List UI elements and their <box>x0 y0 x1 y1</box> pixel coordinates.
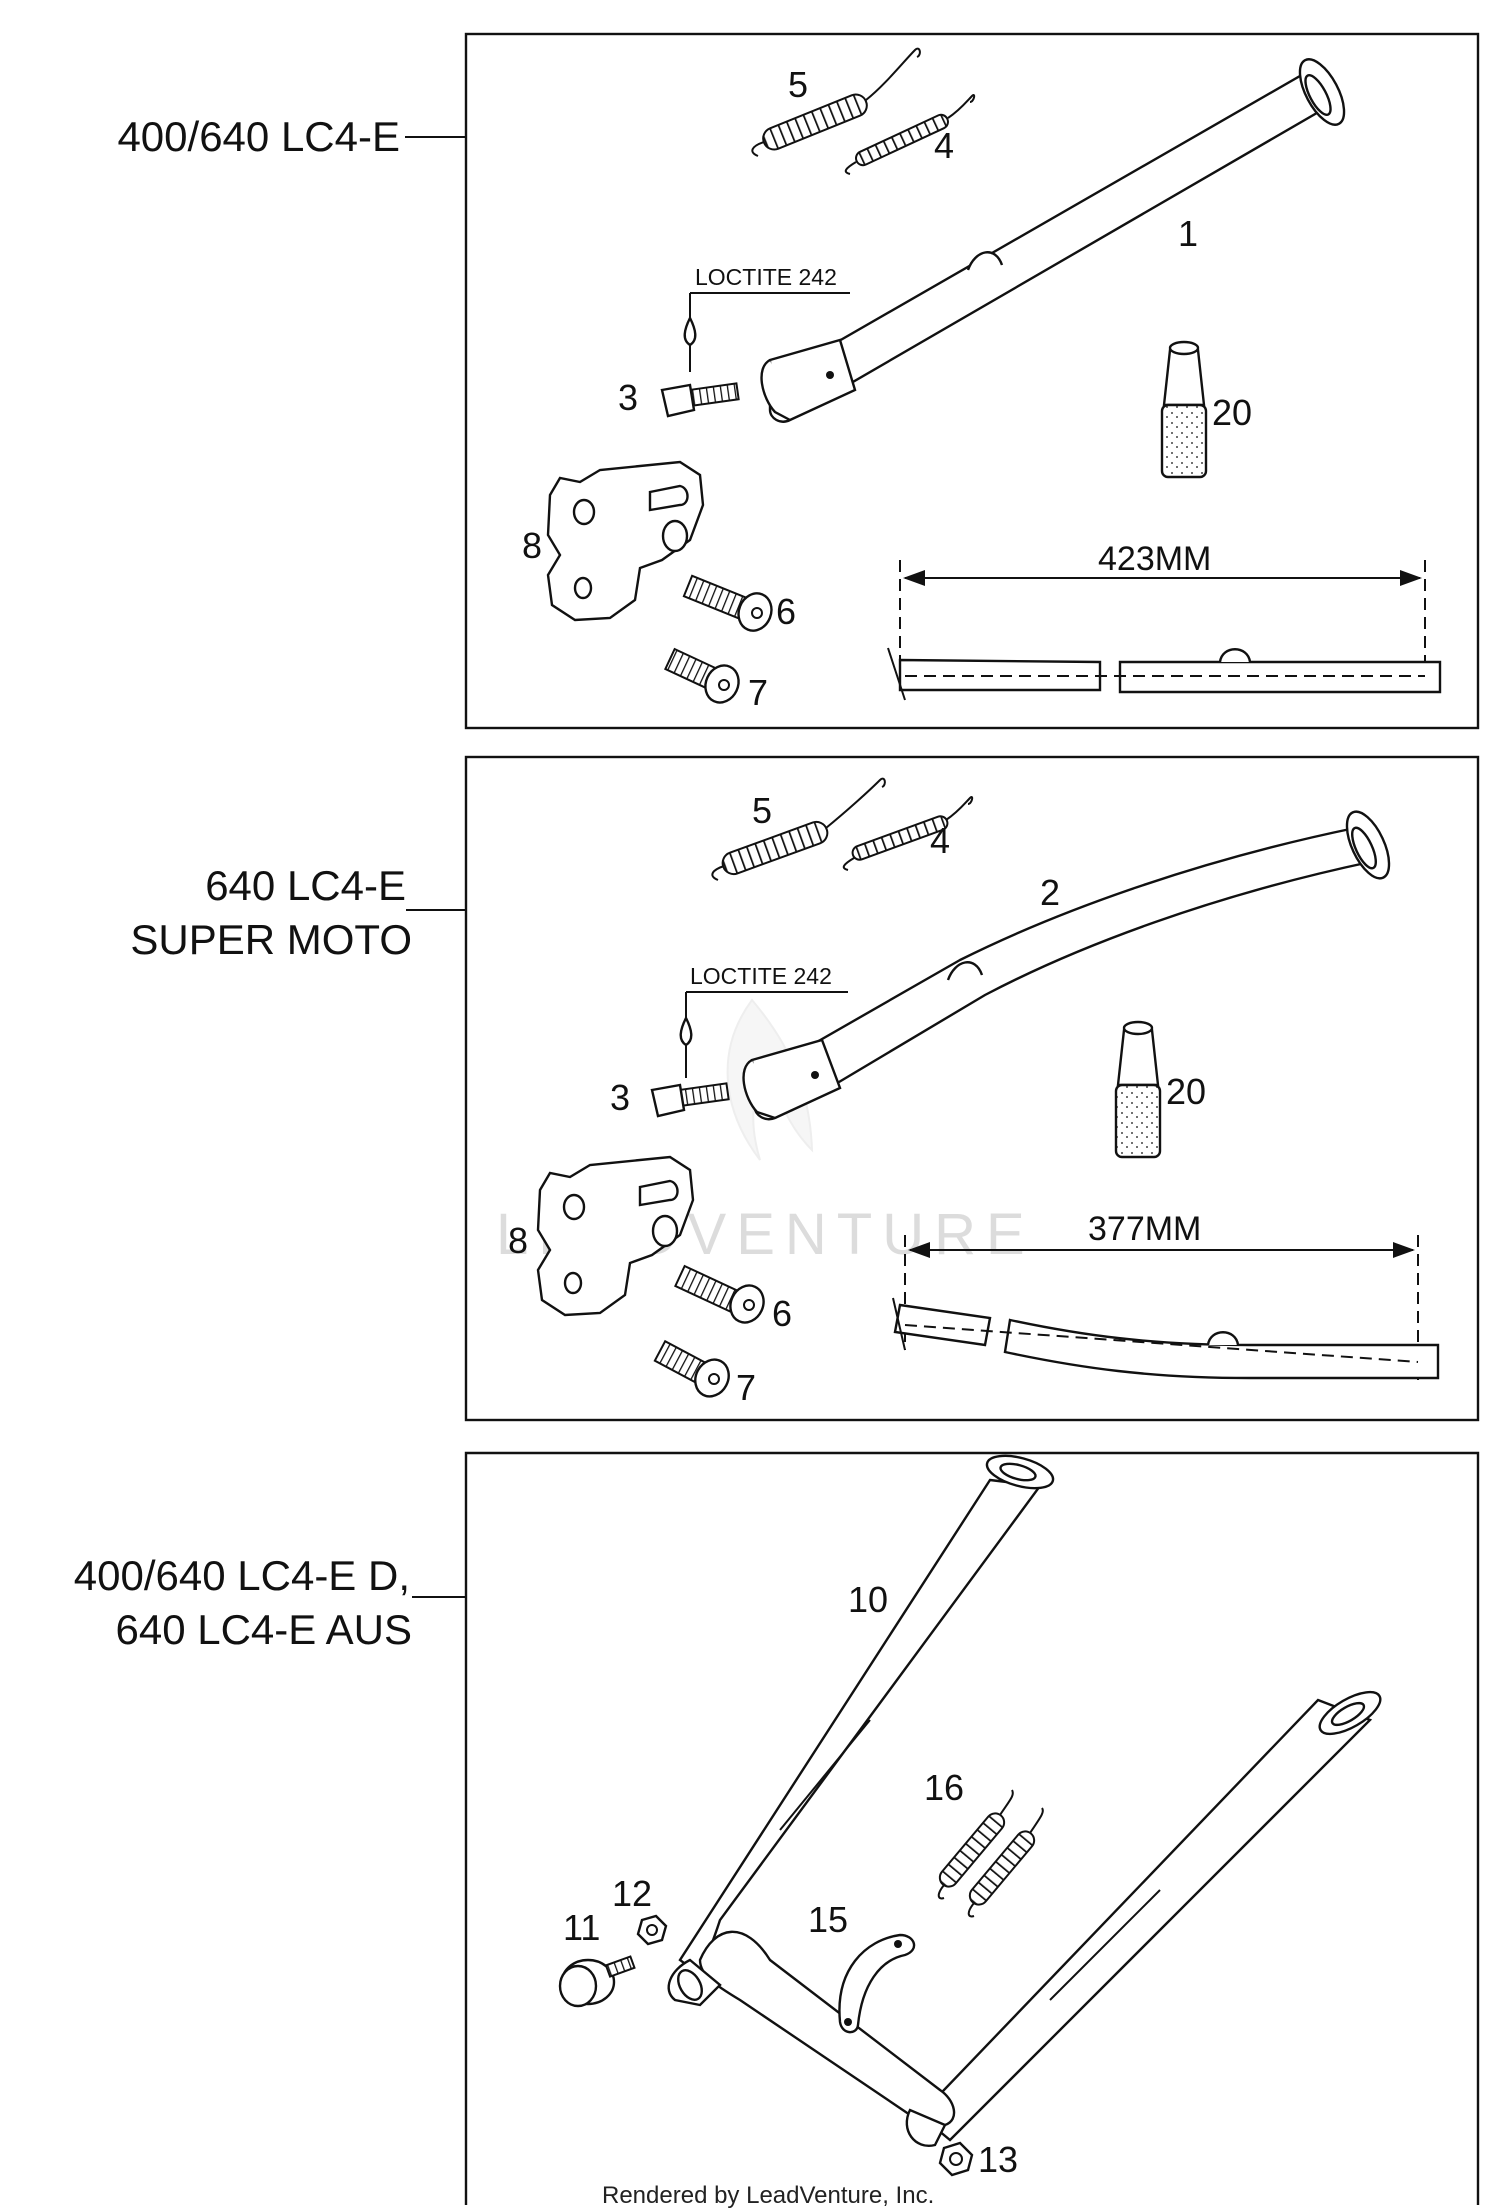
callout-11: 11 <box>563 1907 600 1948</box>
panel-3-frame <box>464 1451 1480 2205</box>
spring-4-icon <box>844 94 976 175</box>
panel-2-parts: 5 4 2 LOCTITE 242 3 2 <box>508 777 1440 1408</box>
panel-3-label-line-2: 640 LC4-E AUS <box>115 1606 412 1653</box>
callout-13: 13 <box>978 2139 1018 2180</box>
callout-5b: 5 <box>752 790 772 831</box>
panel-3-label: 400/640 LC4-E D, 640 LC4-E AUS <box>74 1552 466 1653</box>
callout-1: 1 <box>1178 213 1198 254</box>
panel-2-label-line-2: SUPER MOTO <box>130 916 412 963</box>
callout-6b: 6 <box>772 1293 792 1334</box>
side-stand-1-icon <box>760 58 1346 423</box>
panel-1-parts: 5 4 1 LOCTITE 242 3 <box>522 47 1442 713</box>
panel-2-label: 640 LC4-E SUPER MOTO <box>130 862 466 963</box>
callout-4b: 4 <box>930 820 950 861</box>
dimension-377-icon <box>892 1235 1440 1380</box>
callout-8: 8 <box>522 525 542 566</box>
nut-13-icon <box>938 2141 974 2177</box>
drop-icon <box>683 315 697 347</box>
loctite-bottle-20-icon <box>1160 340 1208 479</box>
drop-icon-b <box>679 1015 693 1047</box>
bracket-8b-icon <box>536 1155 695 1317</box>
panel-1-label: 400/640 LC4-E <box>117 113 466 160</box>
callout-20b: 20 <box>1166 1071 1206 1112</box>
callout-10: 10 <box>848 1579 888 1620</box>
bracket-8-icon <box>546 460 705 622</box>
callout-16: 16 <box>924 1767 964 1808</box>
dimension-377-label: 377MM <box>1088 1210 1201 1248</box>
callout-7b: 7 <box>736 1367 756 1408</box>
panel-2-label-line-1: 640 LC4-E <box>205 862 406 909</box>
screw-7-icon <box>664 647 740 704</box>
dimension-423-icon <box>887 560 1442 701</box>
callout-3: 3 <box>618 377 638 418</box>
callout-7: 7 <box>748 672 768 713</box>
loctite-bottle-20b-icon <box>1114 1020 1162 1159</box>
dimension-423-label: 423MM <box>1098 540 1211 578</box>
callout-4: 4 <box>934 125 954 166</box>
panel-2-frame <box>464 755 1480 1422</box>
center-stand-10-icon <box>667 1454 1382 2147</box>
callout-3b: 3 <box>610 1077 630 1118</box>
callout-15: 15 <box>808 1899 848 1940</box>
bolt-3-icon <box>660 382 740 418</box>
bolt-3b-icon <box>650 1082 730 1118</box>
callout-2: 2 <box>1040 872 1060 913</box>
panel-1-label-line-1: 400/640 LC4-E <box>117 113 400 160</box>
spring-5-icon <box>751 47 921 157</box>
loctite-label-b: LOCTITE 242 <box>690 963 832 989</box>
nut-12-icon <box>636 1914 668 1946</box>
callout-8b: 8 <box>508 1220 528 1261</box>
spring-5b-icon <box>711 777 886 881</box>
callout-20: 20 <box>1212 392 1252 433</box>
springs-16-icon <box>937 1789 1044 1918</box>
panel-3-parts: 10 11 12 13 15 <box>558 1454 1382 2180</box>
spring-4b-icon <box>842 796 974 871</box>
stopper-11-icon <box>558 1955 636 2008</box>
panel-1-frame <box>464 32 1480 730</box>
side-stand-2-icon <box>742 810 1391 1121</box>
bracket-15-icon <box>838 1933 916 2034</box>
screw-7b-icon <box>653 1339 730 1398</box>
callout-5: 5 <box>788 64 808 105</box>
screw-6b-icon <box>674 1264 765 1324</box>
panel-3-label-line-1: 400/640 LC4-E D, <box>74 1552 410 1599</box>
screw-6-icon <box>682 574 773 632</box>
callout-6: 6 <box>776 591 796 632</box>
callout-12: 12 <box>612 1873 652 1914</box>
loctite-label: LOCTITE 242 <box>695 264 837 290</box>
footer-credit: Rendered by LeadVenture, Inc. <box>602 2182 934 2209</box>
